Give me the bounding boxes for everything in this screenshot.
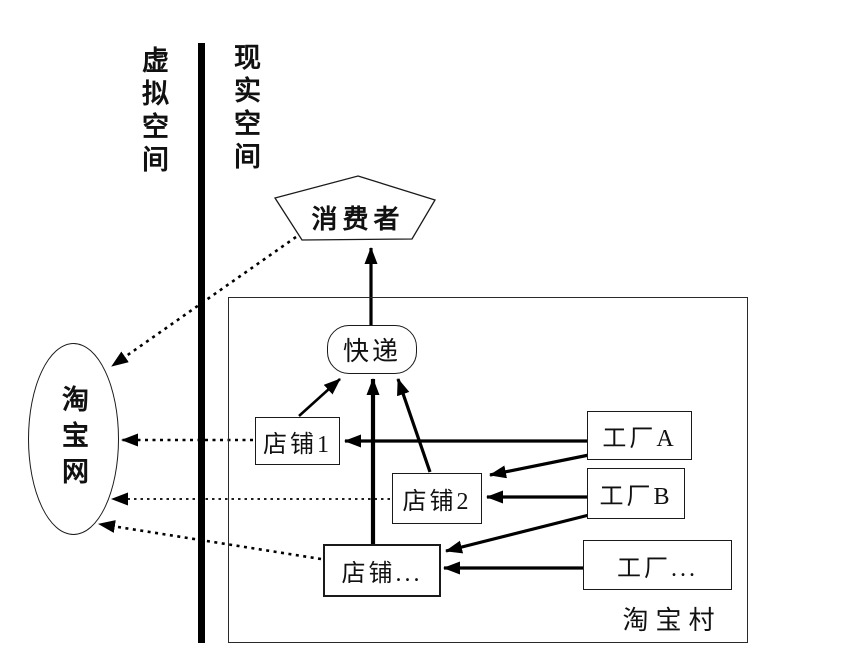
express-node: 快递: [327, 325, 417, 374]
factory-a-box: 工厂A: [587, 411, 692, 460]
arrow-factory-a-to-shop2: [489, 453, 590, 479]
taobao-site-label: 淘宝网: [58, 385, 88, 493]
factory-more-box: 工厂...: [583, 540, 732, 590]
village-label: 淘宝村: [622, 606, 722, 635]
divider-line: [198, 43, 205, 643]
consumer-label: 消费者: [311, 205, 405, 234]
label-virtual-space: 虚拟空间: [138, 46, 168, 178]
taobao-site-node: 淘宝网: [28, 343, 119, 535]
factory-b-box: 工厂B: [587, 468, 685, 519]
shop2-box: 店铺2: [392, 473, 482, 524]
taobao-village-box: [228, 297, 748, 643]
arrow-shop2-to-express: [396, 378, 432, 473]
arrow-factory-b-to-shop-more: [445, 513, 590, 554]
shop1-box: 店铺1: [255, 417, 340, 465]
arrow-shop1-to-express: [298, 378, 341, 417]
label-real-space: 现实空间: [230, 43, 260, 175]
consumer-pentagon-shape: [273, 175, 436, 241]
shop-more-box: 店铺...: [323, 544, 441, 597]
